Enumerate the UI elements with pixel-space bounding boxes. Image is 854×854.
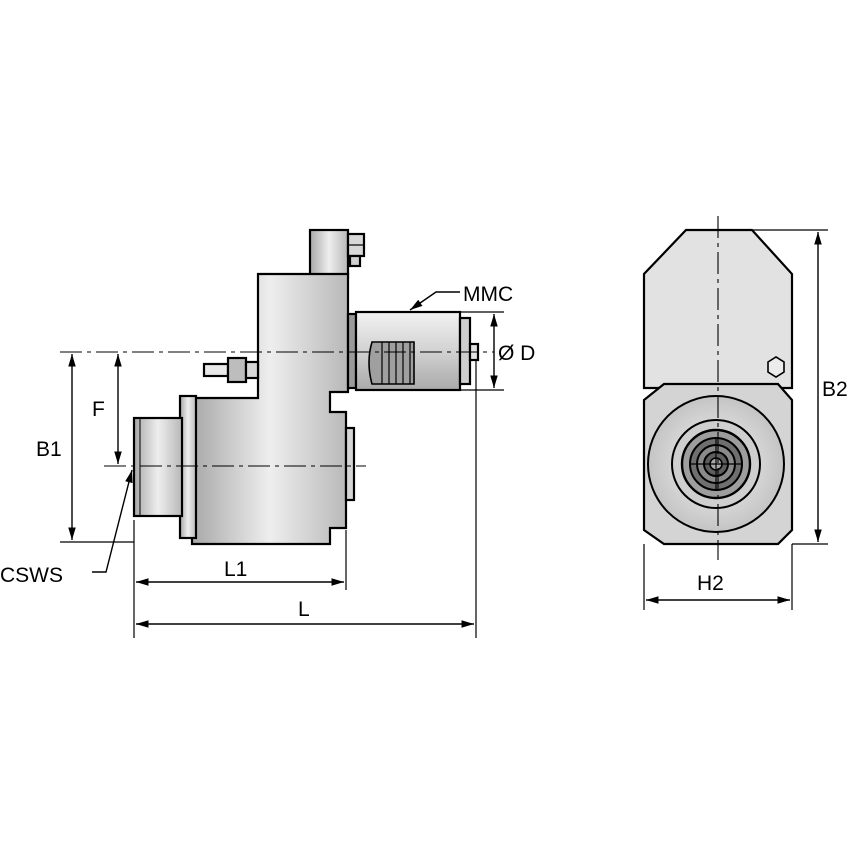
spindle-nose (132, 416, 184, 518)
label-mmc: MMC (463, 283, 513, 306)
hex-screw (767, 356, 785, 378)
main-housing (190, 272, 350, 546)
label-l1: L1 (224, 558, 247, 581)
label-csws: CSWS (0, 564, 63, 587)
label-b2: B2 (822, 378, 848, 401)
label-b1: B1 (36, 438, 62, 461)
side-view: MMC Ø D F B1 CSWS L1 L (0, 228, 535, 638)
mmc-adapter (346, 310, 480, 392)
label-h2: H2 (697, 572, 724, 595)
label-diameter-d: Ø D (498, 342, 535, 365)
label-l: L (298, 598, 310, 621)
clamp-block (308, 228, 366, 280)
front-view: B2 H2 (642, 216, 848, 610)
label-f: F (92, 398, 105, 421)
coolant-fitting (202, 356, 260, 384)
